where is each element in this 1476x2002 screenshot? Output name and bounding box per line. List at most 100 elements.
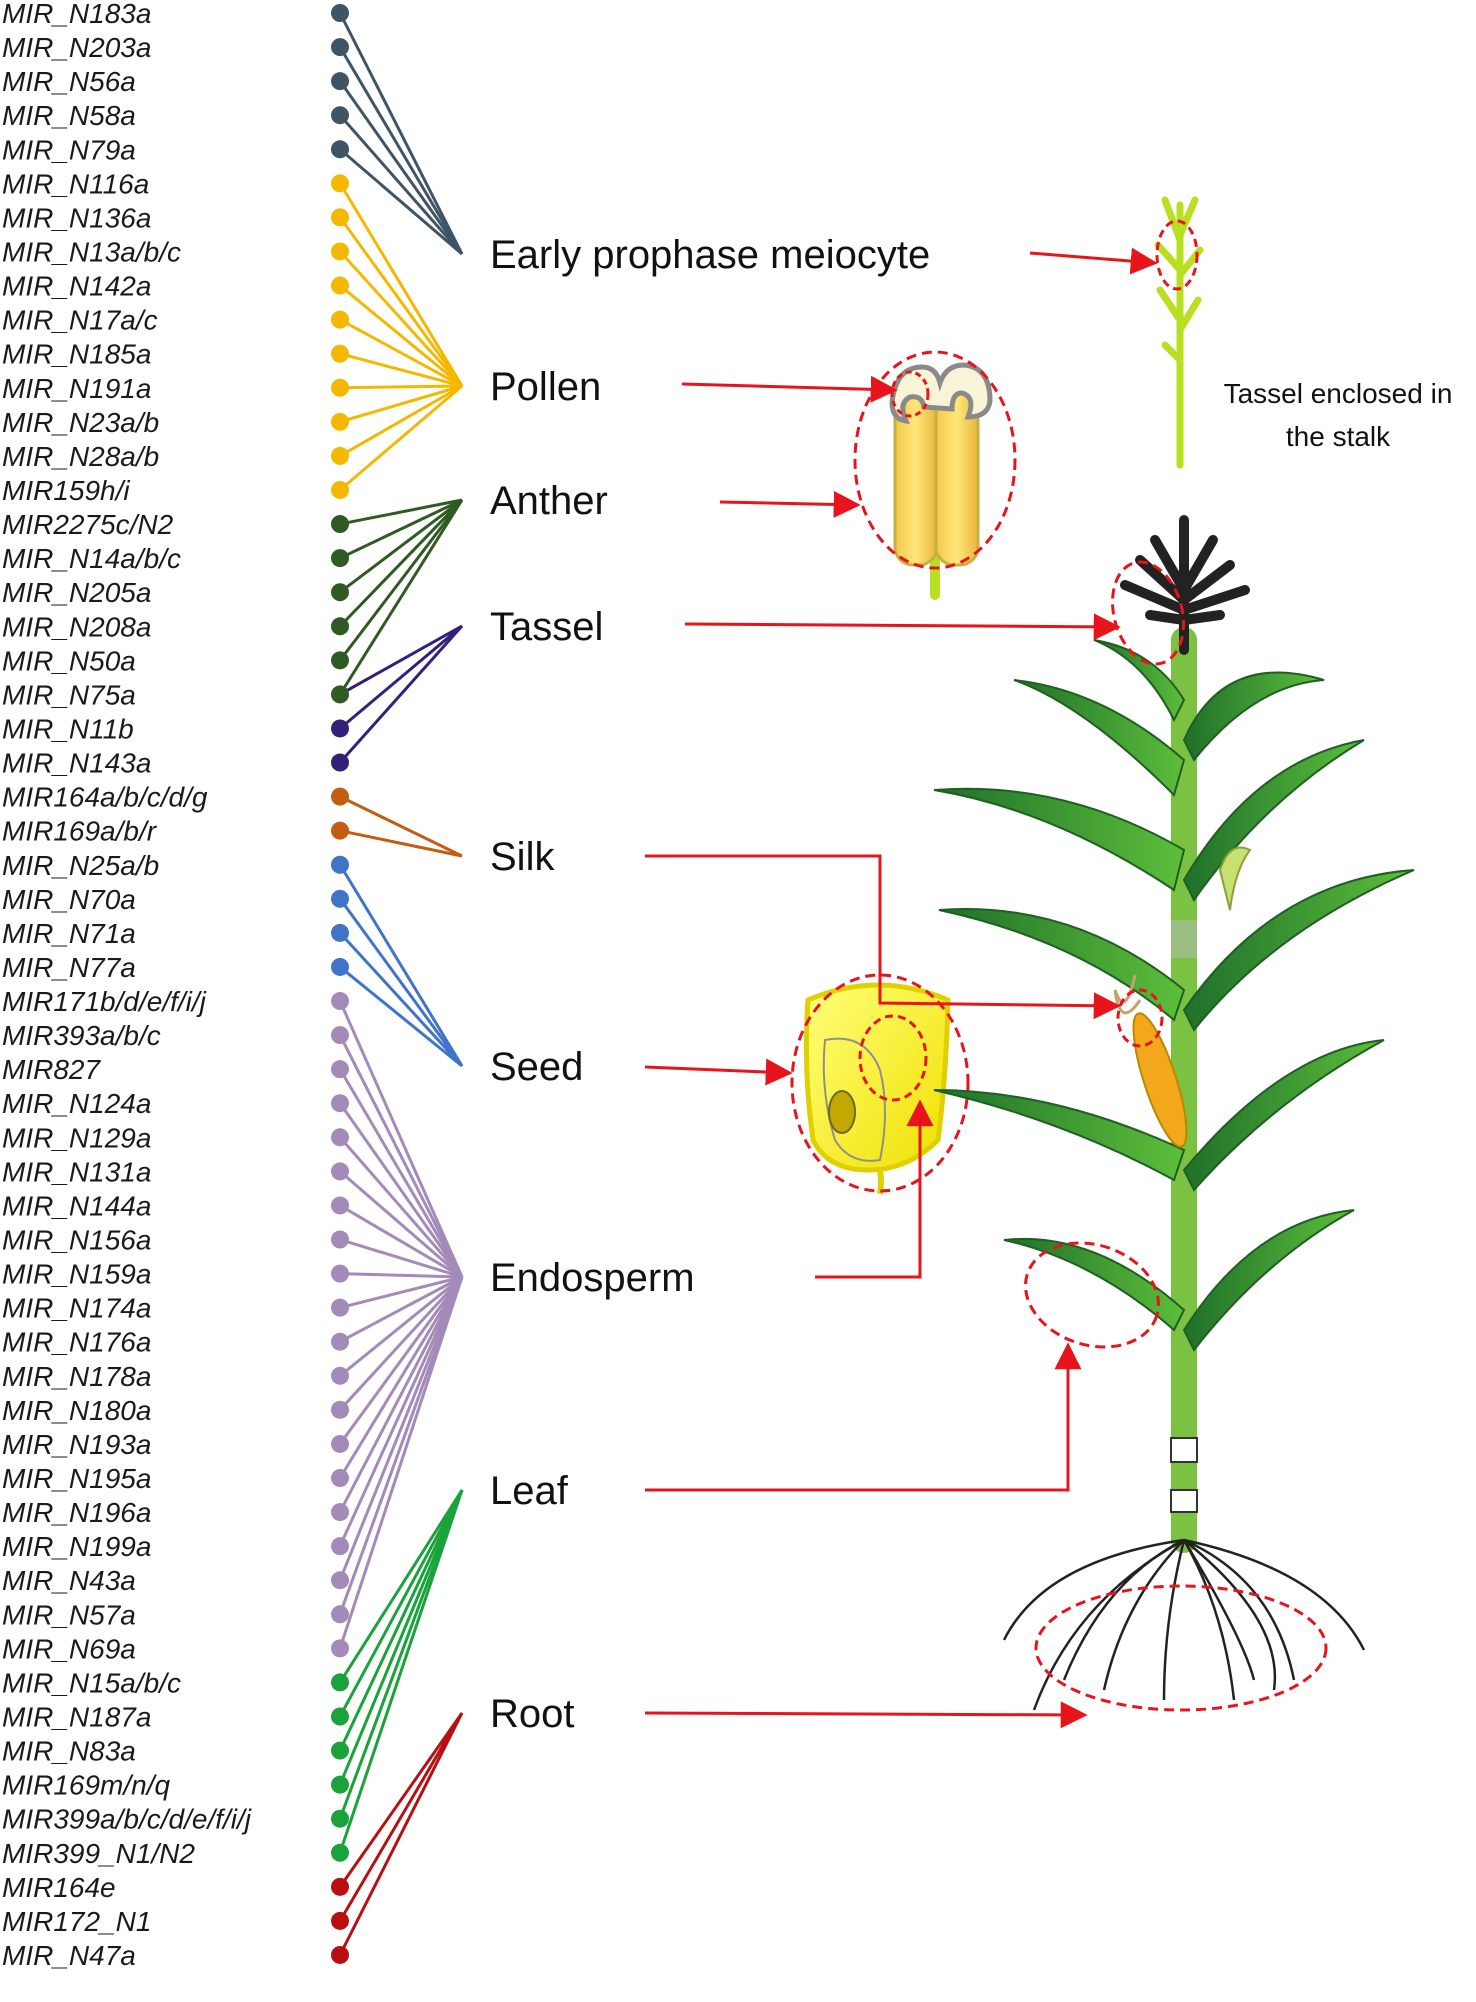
mirna-dot: [331, 208, 349, 227]
mirna-label: MIR_N77a: [2, 952, 136, 983]
mirna-label: MIR_N183a: [2, 0, 151, 29]
connector-line: [338, 499, 464, 696]
mirna-dot: [331, 310, 349, 329]
mirna-dot: [331, 1707, 349, 1726]
mirna-dot: [331, 957, 349, 976]
connector-line: [339, 624, 463, 696]
connector-line: [338, 1712, 464, 1922]
connector-line: [338, 1276, 464, 1445]
arrows: [644, 247, 1158, 1729]
connector-line: [338, 1489, 464, 1820]
tassel-enclosed-note-line1: Tassel enclosed in: [1224, 378, 1453, 409]
tissue-label: Silk: [490, 835, 555, 879]
mirna-dot: [331, 1366, 349, 1385]
arrow-leaf: [645, 1342, 1082, 1492]
mirna-dot: [331, 1945, 349, 1964]
endosperm-highlight: [858, 1014, 928, 1102]
mirna-label: MIR169m/n/q: [2, 1770, 170, 1801]
mirna-label: MIR_N17a/c: [2, 305, 158, 336]
mirna-dot: [331, 923, 349, 942]
connector-line: [338, 1489, 464, 1684]
mirna-dot: [331, 242, 349, 261]
mirna-label: MIR_N11b: [2, 713, 134, 744]
tissue-label: Seed: [490, 1045, 583, 1089]
connector-line: [339, 1275, 463, 1344]
mirna-dot: [331, 1571, 349, 1590]
mirna-dot: [331, 1434, 349, 1453]
mirna-dot: [331, 617, 349, 636]
mirna-label: MIR_N57a: [2, 1599, 136, 1630]
mirna-dot: [331, 549, 349, 568]
connector-line: [338, 12, 464, 255]
connector-line: [338, 1276, 464, 1615]
mirna-label: MIR_N176a: [2, 1327, 151, 1358]
mirna-label: MIR_N25a/b: [2, 850, 159, 881]
mirna-label: MIR_N142a: [2, 271, 151, 302]
mirna-label: MIR_N156a: [2, 1225, 151, 1256]
mirna-dot: [331, 4, 349, 22]
tissue-label: Tassel: [490, 605, 603, 649]
connector-line: [338, 1068, 464, 1278]
mirna-label: MIR164a/b/c/d/g: [2, 782, 208, 813]
mirna-label: MIR_N195a: [2, 1463, 151, 1494]
connector-line: [338, 1489, 464, 1752]
mirna-dot: [331, 1230, 349, 1249]
mirna-label: MIR_N144a: [2, 1190, 151, 1221]
mirna-label: MIR_N116a: [2, 168, 149, 199]
mirna-dot: [331, 1775, 349, 1794]
mirna-dot: [331, 446, 349, 465]
mirna-dot: [331, 1400, 349, 1419]
mirna-dot: [331, 1741, 349, 1760]
tassel-enclosed-note-line2: the stalk: [1286, 421, 1391, 452]
mirna-label: MIR164e: [2, 1872, 116, 1903]
ear-illustration: [1113, 846, 1252, 1148]
mirna-dot: [331, 1196, 349, 1215]
mirna-label: MIR_N199a: [2, 1531, 151, 1562]
connector-line: [338, 863, 464, 1067]
connector-line: [339, 795, 463, 858]
mirna-dot: [331, 1298, 349, 1317]
connector-line: [339, 1238, 463, 1279]
connector-line: [338, 1136, 464, 1278]
mirna-label: MIR399_N1/N2: [2, 1838, 195, 1869]
mirna-label: MIR_N13a/b/c: [2, 236, 181, 267]
leaf-highlight: [1024, 1241, 1160, 1349]
connector-line: [339, 498, 463, 526]
mirna-label: MIR_N143a: [2, 748, 151, 779]
mirna-dot: [331, 583, 349, 602]
mirna-dots: [331, 4, 349, 1964]
tissue-label: Leaf: [490, 1469, 569, 1513]
anther-highlight: [853, 350, 1017, 570]
mirna-label: MIR_N180a: [2, 1395, 151, 1426]
mirna-label: MIR_N187a: [2, 1702, 151, 1733]
mirna-dot: [331, 106, 349, 125]
mirna-dot: [331, 140, 349, 159]
mirna-label: MIR_N23a/b: [2, 407, 159, 438]
mirna-label: MIR_N208a: [2, 611, 151, 642]
connector-line: [338, 625, 464, 764]
tissue-label: Anther: [490, 479, 608, 523]
mirna-label: MIR171b/d/e/f/i/j: [2, 986, 207, 1017]
mirna-dot: [331, 1162, 349, 1181]
connector-line: [339, 1204, 463, 1279]
mirna-label: MIR_N83a: [2, 1736, 136, 1767]
mirna-label: MIR_N124a: [2, 1088, 151, 1119]
connector-line: [338, 1034, 464, 1278]
connector-line: [339, 384, 463, 458]
mirna-dot: [331, 1264, 349, 1283]
arrow-anther: [719, 490, 861, 518]
connector-line: [338, 498, 464, 628]
arrow-seed: [644, 1058, 793, 1086]
connector-line: [339, 498, 463, 594]
mirna-label: MIR_N28a/b: [2, 441, 159, 472]
mirna-label: MIR_N14a/b/c: [2, 543, 181, 574]
mirna-dot: [331, 1537, 349, 1556]
connector-line: [338, 1276, 464, 1581]
connector-line: [338, 182, 464, 387]
connector-line: [338, 1276, 464, 1513]
mirna-label: MIR_N71a: [2, 918, 136, 949]
mirna-label: MIR_N131a: [2, 1156, 151, 1187]
arrow-meiocyte: [1029, 247, 1158, 275]
